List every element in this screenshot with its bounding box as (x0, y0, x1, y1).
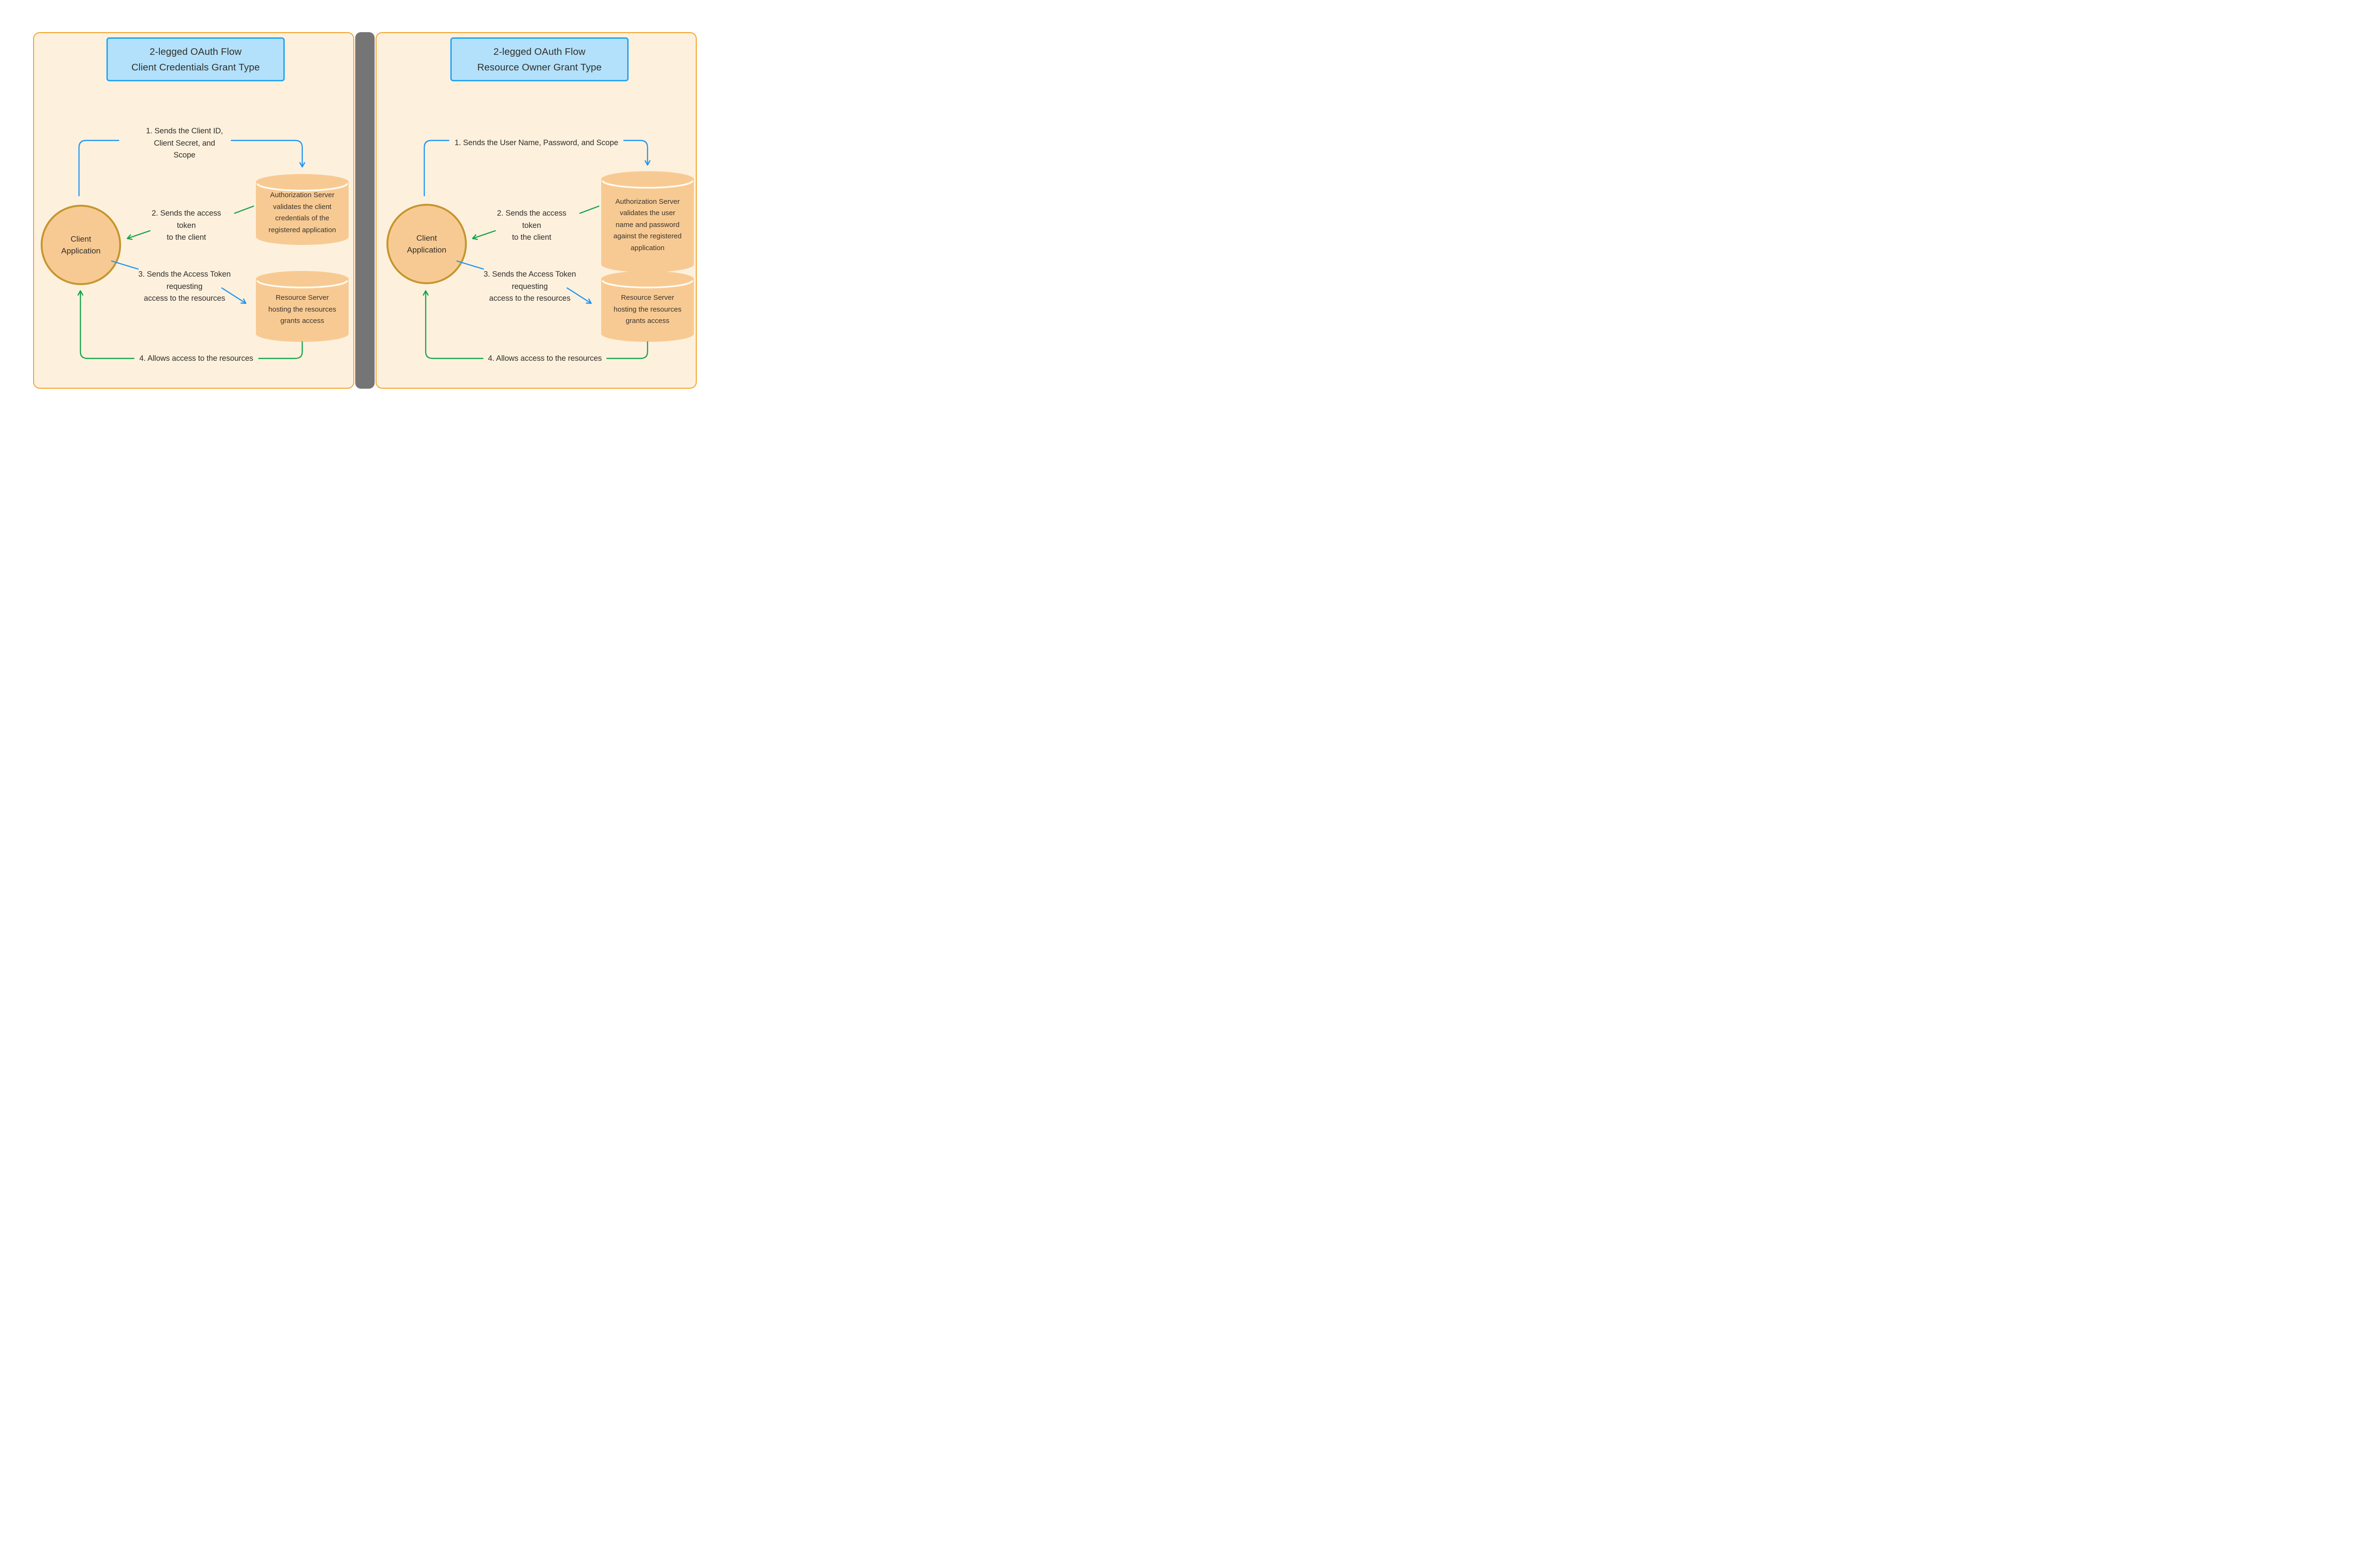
step-label-line: requesting (166, 282, 203, 291)
auth-server-label-line: Authorization Server (615, 197, 680, 206)
step-label-line: to the client (512, 233, 552, 242)
client-label-line: Application (407, 245, 447, 254)
step3-label-left: 3. Sends the Access Token requesting acc… (138, 269, 230, 305)
step2-label-right: 2. Sends the access token to the client (497, 208, 567, 244)
step-label-line: 4. Allows access to the resources (488, 354, 602, 363)
step-label-line: 4. Allows access to the resources (139, 354, 254, 363)
step-label-line: 1. Sends the Client ID, (146, 127, 223, 135)
resource-server-label-line: hosting the resources (268, 305, 336, 314)
database-cylinder-icon (256, 271, 349, 342)
step-label-line: 1. Sends the User Name, Password, and Sc… (454, 139, 619, 147)
database-cylinder-icon (601, 271, 694, 342)
client-application-node-right: Client Application (386, 204, 467, 284)
resource-server-label-line: grants access (280, 317, 324, 325)
title-resource-owner: 2-legged OAuth Flow Resource Owner Grant… (450, 37, 629, 81)
auth-server-label-line: validates the client (273, 202, 332, 211)
title-line: Client Credentials Grant Type (131, 61, 260, 73)
step-label-line: 3. Sends the Access Token (483, 270, 576, 279)
database-cylinder-icon (601, 171, 694, 272)
oauth-flow-diagram: 2-legged OAuth Flow Client Credentials G… (0, 0, 728, 421)
step-label-line: token (177, 221, 196, 230)
resource-server-label-line: Resource Server (621, 294, 674, 302)
step-label-line: requesting (511, 282, 548, 291)
client-label-line: Application (61, 246, 101, 255)
client-label-line: Client (416, 234, 437, 243)
step4-label-right: 4. Allows access to the resources (488, 353, 602, 365)
step-label-line: Scope (173, 151, 196, 159)
step4-label-left: 4. Allows access to the resources (140, 353, 254, 365)
step3-label-right: 3. Sends the Access Token requesting acc… (483, 269, 576, 305)
step-label-line: access to the resources (489, 294, 570, 303)
auth-server-label-line: against the registered (613, 232, 682, 241)
step-label-line: access to the resources (144, 294, 225, 303)
step2-label-left: 2. Sends the access token to the client (152, 208, 221, 244)
resource-server-label-line: grants access (625, 317, 670, 325)
title-line: 2-legged OAuth Flow (493, 46, 586, 57)
resource-server-right: Resource Server hosting the resources gr… (601, 271, 694, 342)
step-label-line: Client Secret, and (154, 139, 215, 148)
database-cylinder-icon (256, 174, 349, 245)
title-client-credentials: 2-legged OAuth Flow Client Credentials G… (106, 37, 285, 81)
step-label-line: 2. Sends the access (151, 209, 221, 218)
resource-server-left: Resource Server hosting the resources gr… (256, 271, 349, 342)
step-label-line: to the client (166, 233, 206, 242)
step1-label-left: 1. Sends the Client ID, Client Secret, a… (146, 125, 223, 162)
auth-server-label-line: Authorization Server (270, 191, 334, 199)
authorization-server-right: Authorization Server validates the user … (601, 171, 694, 272)
auth-server-label-line: name and password (615, 220, 680, 229)
auth-server-label-line: credentials of the (275, 214, 330, 222)
auth-server-label-line: application (631, 244, 665, 252)
authorization-server-left: Authorization Server validates the clien… (256, 174, 349, 245)
step1-label-right: 1. Sends the User Name, Password, and Sc… (455, 137, 618, 149)
step-label-line: token (522, 221, 541, 230)
title-line: 2-legged OAuth Flow (149, 46, 242, 57)
title-line: Resource Owner Grant Type (477, 61, 602, 73)
auth-server-label-line: registered application (268, 226, 336, 234)
client-application-node-left: Client Application (41, 205, 121, 285)
client-label-line: Client (70, 235, 91, 244)
resource-server-label-line: Resource Server (275, 294, 329, 302)
step-label-line: 2. Sends the access (497, 209, 567, 218)
panel-divider (355, 32, 375, 389)
auth-server-label-line: validates the user (620, 209, 675, 218)
step-label-line: 3. Sends the Access Token (138, 270, 231, 279)
resource-server-label-line: hosting the resources (613, 305, 682, 314)
